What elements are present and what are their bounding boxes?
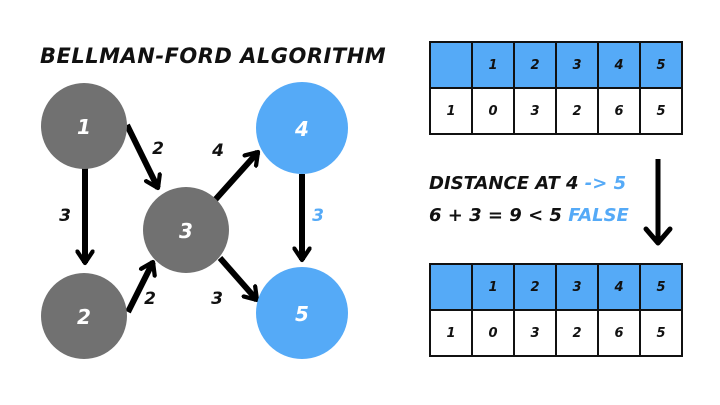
header-cell: 5 (639, 41, 683, 89)
table-header-row: 1 2 3 4 5 (429, 41, 683, 89)
table-cell: 1 (429, 87, 473, 135)
node-label: 5 (295, 302, 309, 326)
header-cell: 3 (555, 263, 599, 311)
edge-weight-3-5: 3 (211, 289, 223, 309)
edge-weight-2-3: 2 (144, 289, 156, 309)
header-cell: 4 (597, 263, 641, 311)
distance-table-before: 1 2 3 4 5 1 0 3 2 6 5 (429, 41, 683, 135)
header-cell: 1 (471, 41, 515, 89)
table-cell: 5 (639, 87, 683, 135)
distance-table-after: 1 2 3 4 5 1 0 3 2 6 5 (429, 263, 683, 357)
diagram-title: BELLMAN-FORD ALGORITHM (40, 44, 387, 68)
calc-result: FALSE (568, 205, 629, 226)
edge-weight-3-4: 4 (211, 141, 224, 161)
table-cell: 0 (471, 309, 515, 357)
table-cell: 6 (597, 87, 641, 135)
header-cell (429, 41, 473, 89)
table-cell: 1 (429, 309, 473, 357)
calc-highlight: -> 5 (584, 173, 627, 194)
table-cell: 5 (639, 309, 683, 357)
edge-weight-1-2: 3 (59, 206, 71, 226)
table-cell: 3 (513, 87, 557, 135)
edge-3-4 (212, 152, 261, 203)
graph-diagram: 2 3 2 4 3 3 1 2 3 4 5 (41, 82, 348, 359)
table-header-row: 1 2 3 4 5 (429, 263, 683, 311)
header-cell (429, 263, 473, 311)
header-cell: 2 (513, 41, 557, 89)
node-label: 4 (294, 117, 309, 141)
node-5: 5 (256, 267, 348, 359)
table-cell: 0 (471, 87, 515, 135)
header-cell: 4 (597, 41, 641, 89)
arrow-down-icon (643, 159, 673, 246)
calc-text: 6 + 3 = 9 < 5 (429, 205, 569, 226)
header-cell: 1 (471, 263, 515, 311)
node-4: 4 (256, 82, 348, 174)
header-cell: 2 (513, 263, 557, 311)
calc-text: DISTANCE AT 4 (429, 173, 585, 194)
calculation-line-1: DISTANCE AT 4 -> 5 (429, 173, 626, 194)
node-label: 2 (77, 305, 91, 329)
table-cell: 6 (597, 309, 641, 357)
node-label: 1 (77, 115, 91, 139)
edge-weight-4-5: 3 (312, 206, 324, 226)
node-2: 2 (41, 273, 127, 359)
table-cell: 3 (513, 309, 557, 357)
table-row: 1 0 3 2 6 5 (429, 87, 683, 135)
node-1: 1 (41, 83, 127, 169)
edge-weight-1-3: 2 (152, 139, 164, 159)
node-label: 3 (179, 219, 193, 243)
node-3: 3 (143, 187, 229, 273)
table-cell: 2 (555, 309, 599, 357)
edge-2-3 (125, 262, 153, 314)
edge-3-5 (217, 256, 260, 300)
header-cell: 3 (555, 41, 599, 89)
table-cell: 2 (555, 87, 599, 135)
calculation-line-2: 6 + 3 = 9 < 5 FALSE (429, 205, 629, 226)
table-row: 1 0 3 2 6 5 (429, 309, 683, 357)
header-cell: 5 (639, 263, 683, 311)
edge-1-3 (124, 123, 158, 188)
